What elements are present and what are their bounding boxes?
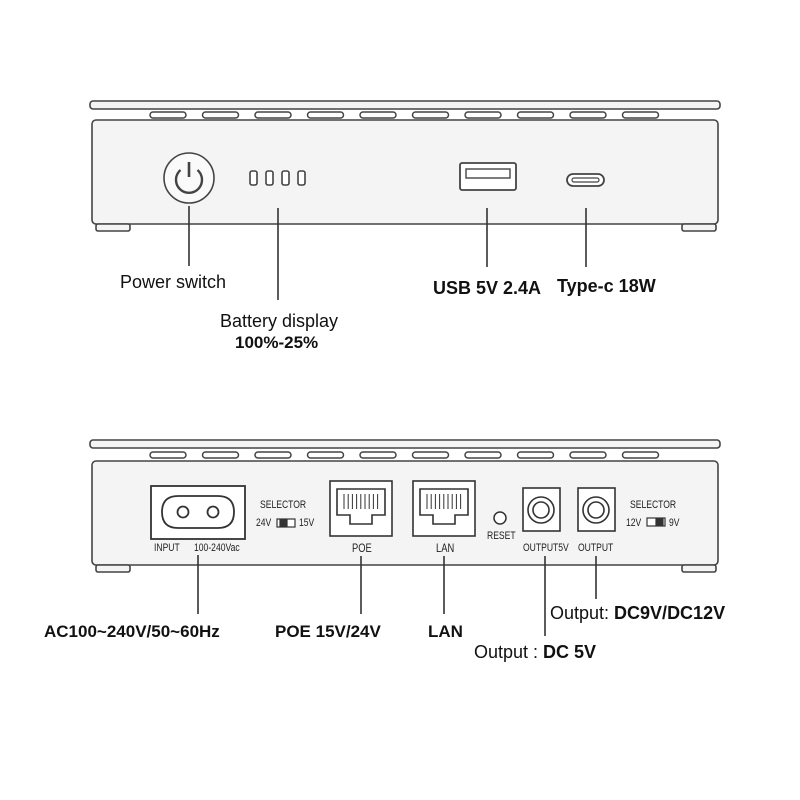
- vent-slot: [359, 111, 397, 119]
- front-panel: [89, 100, 721, 232]
- dc-9v-12v-jack-icon: [577, 487, 616, 532]
- vent-slot: [359, 451, 397, 459]
- lan-port-icon: [412, 480, 476, 537]
- vent-slot: [464, 111, 502, 119]
- poe-port-label: POE: [352, 541, 372, 555]
- vent-slot: [149, 111, 187, 119]
- vent-slot: [254, 451, 292, 459]
- back-vent-slots: [149, 451, 660, 459]
- vent-slot: [569, 111, 607, 119]
- battery-led-icons: [249, 170, 306, 186]
- vent-slot: [621, 451, 660, 459]
- vent-slot: [516, 111, 555, 119]
- back-leader-lines: [197, 555, 597, 636]
- battery-display-label: Battery display: [220, 311, 339, 331]
- lan-callout: LAN: [428, 622, 463, 641]
- back-body: [91, 460, 719, 566]
- reset-label: RESET: [487, 530, 516, 542]
- output-dc9v12v-callout: Output: DC9V/DC12V: [550, 603, 725, 623]
- front-leader-lines: [188, 206, 587, 300]
- power-switch-label: Power switch: [120, 272, 227, 292]
- poe-callout: POE 15V/24V: [275, 622, 381, 641]
- vent-slot: [306, 451, 345, 459]
- selector-12v-9v-switch-icon: [646, 517, 666, 527]
- vent-slot: [621, 111, 660, 119]
- vent-slot: [411, 451, 450, 459]
- vent-slot: [516, 451, 555, 459]
- front-vent-slots: [149, 111, 660, 119]
- back-panel: [89, 439, 721, 573]
- selector1-right: 15V: [299, 517, 315, 529]
- output-dc9v12v-value: DC9V/DC12V: [614, 603, 726, 623]
- selector1-left: 24V: [256, 517, 272, 529]
- battery-display-value: 100%-25%: [235, 333, 319, 352]
- poe-port-icon: [329, 480, 393, 537]
- selector1-title: SELECTOR: [260, 499, 307, 511]
- reset-button-icon: [493, 511, 507, 525]
- back-foot-left: [95, 564, 131, 573]
- power-button-icon: [163, 152, 215, 204]
- selector2-title: SELECTOR: [630, 499, 677, 511]
- front-top-lid: [89, 100, 721, 110]
- back-foot-right: [681, 564, 717, 573]
- vent-slot: [306, 111, 345, 119]
- output-port-label: OUTPUT: [578, 542, 614, 554]
- usb-port-icon: [459, 162, 517, 191]
- input-label: INPUT: [154, 542, 180, 554]
- input-rating: 100-240Vac: [194, 542, 240, 554]
- usb-label: USB 5V 2.4A: [433, 278, 542, 298]
- vent-slot: [411, 111, 450, 119]
- vent-slot: [254, 111, 292, 119]
- output-dc9v12v-prefix: Output:: [550, 603, 615, 623]
- front-body: [91, 119, 719, 225]
- vent-slot: [201, 451, 240, 459]
- vent-slot: [201, 111, 240, 119]
- output-dc5v-value: DC 5V: [543, 642, 597, 662]
- output-dc5v-callout: Output : DC 5V: [474, 642, 596, 662]
- vent-slot: [464, 451, 502, 459]
- vent-slot: [149, 451, 187, 459]
- front-foot-left: [95, 223, 131, 232]
- ac-inlet-icon: [150, 485, 246, 540]
- typec-port-icon: [566, 173, 605, 187]
- selector2-right: 9V: [669, 517, 680, 529]
- back-top-lid: [89, 439, 721, 449]
- typec-label: Type-c 18W: [557, 276, 656, 296]
- front-foot-right: [681, 223, 717, 232]
- lan-port-label: LAN: [436, 541, 455, 555]
- vent-slot: [569, 451, 607, 459]
- dc-5v-jack-icon: [522, 487, 561, 532]
- output5v-port-label: OUTPUT5V: [523, 542, 569, 554]
- selector-24v-15v-switch-icon: [276, 518, 296, 528]
- ac-callout: AC100~240V/50~60Hz: [44, 622, 220, 641]
- output-dc5v-prefix: Output :: [474, 642, 544, 662]
- selector2-left: 12V: [626, 517, 642, 529]
